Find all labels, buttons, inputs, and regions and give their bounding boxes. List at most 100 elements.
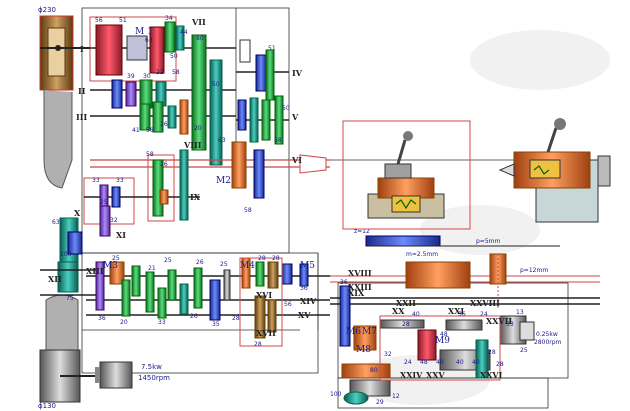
apron-clutch-box xyxy=(379,315,501,381)
gear-num: 25 xyxy=(112,255,120,262)
gear-num: 33 xyxy=(158,319,166,326)
shaft-label-XIX: XIX xyxy=(348,288,365,298)
gear-num: 28 xyxy=(402,321,410,328)
shaft-label-XXVII: XXVII xyxy=(486,316,512,326)
gear-num: 13 xyxy=(516,309,524,316)
gear-num: 48 xyxy=(420,359,428,366)
gear-num: 34 xyxy=(165,15,173,22)
shaft-label-IV: IV xyxy=(292,68,303,78)
shaft-label-XXVI: XXVI xyxy=(480,370,503,380)
gear-num: 25 xyxy=(220,261,228,268)
clutch-m1-label: M 1 xyxy=(135,27,153,37)
gear-num: 28 xyxy=(258,255,266,262)
apron xyxy=(339,285,535,405)
shaft-label-XIII: XIII xyxy=(86,266,104,276)
gear-num: 25 xyxy=(164,257,172,264)
clutch-m5-label: M5 xyxy=(300,261,315,271)
shaft-IV-V xyxy=(236,39,289,145)
shaft-label-XXII: XXII xyxy=(396,298,416,308)
gear-num: 28 xyxy=(496,361,504,368)
gear-num: 36 xyxy=(458,311,466,318)
screw-p5-label: p=5mm xyxy=(476,238,500,245)
clutch-m2-label: M2 xyxy=(216,176,231,186)
shaft-III xyxy=(90,34,236,166)
pulley-top-label: ϕ230 xyxy=(38,6,56,14)
shaft-label-III: III xyxy=(76,112,87,122)
pulley-230 xyxy=(39,15,90,91)
shaft-label-XI: XI xyxy=(116,230,126,240)
gear-num: 33 xyxy=(92,177,100,184)
gear-num: 36 xyxy=(340,279,348,286)
gear-num: 63 xyxy=(218,137,226,144)
gear-num: 80 xyxy=(196,35,204,42)
rack-z-label: z=12 xyxy=(354,228,370,235)
gear-num: 29 xyxy=(376,399,384,406)
shaft-label-IX: IX xyxy=(190,192,201,202)
gear-num: 36 xyxy=(300,285,308,292)
shaft-label-XV: XV xyxy=(298,310,311,320)
gear-num: 58 xyxy=(244,207,252,214)
gear-num: 25 xyxy=(520,347,528,354)
rack xyxy=(365,235,560,247)
pulley-bottom-label: ϕ130 xyxy=(38,402,56,410)
gear-num: 56 xyxy=(284,301,292,308)
change-gears xyxy=(40,205,111,296)
gear-num: 32 xyxy=(384,351,392,358)
shaft-label-XXV: XXV xyxy=(426,370,445,380)
shaft-label-XIV: XIV xyxy=(300,296,317,306)
shaft-label-I: I xyxy=(80,44,84,54)
gear-num: 28 xyxy=(232,315,240,322)
gear-num: 21 xyxy=(148,265,156,272)
gear-num: 50 xyxy=(212,81,220,88)
shaft-label-VIII: VIII xyxy=(183,140,202,150)
gear-num: 41 xyxy=(132,127,140,134)
gear-num: 51 xyxy=(268,45,276,52)
gear-num: 75 xyxy=(66,295,74,302)
spindle-VI xyxy=(90,141,330,199)
gear-num: 58 xyxy=(172,69,180,76)
motor-power-label: 7.5kw xyxy=(141,363,162,371)
shaft-label-XII: XII xyxy=(48,274,62,284)
gear-num: 30 xyxy=(143,73,151,80)
shaft-I xyxy=(72,21,236,76)
gear-num: 39 xyxy=(127,73,135,80)
clutch-m4-box xyxy=(239,257,283,347)
gear-num: 63 xyxy=(145,37,153,44)
shaft-label-VII: VII xyxy=(191,17,206,27)
gear-num: 40 xyxy=(436,359,444,366)
gear-num: 40 xyxy=(472,359,480,366)
gear-num: 58 xyxy=(146,127,154,134)
gear-num: 12 xyxy=(392,393,400,400)
shaft-label-XXI: XXI xyxy=(448,306,464,316)
shaft-label-XVI: XVI xyxy=(256,290,272,300)
rack-m-label: m=2.5mm xyxy=(406,251,438,258)
shaft-label-XXVIII: XXVIII xyxy=(470,298,500,308)
gear-num: 32 xyxy=(110,217,118,224)
gear-num: 40 xyxy=(412,311,420,318)
gear-num: 56 xyxy=(95,17,103,24)
gear-numbers: 56 51 34 50 63 44 22 58 39 30 41 58 26 2… xyxy=(52,15,528,406)
gear-num: 80 xyxy=(370,367,378,374)
tool-post xyxy=(367,131,445,219)
gear-num: 26 xyxy=(160,121,168,128)
clutch-m6-label: M6 xyxy=(346,327,361,337)
clutch-m7-label: M7 xyxy=(362,327,377,337)
gear-num: 25 xyxy=(100,199,108,206)
gear-num: 28 xyxy=(272,255,280,262)
gear-num: 51 xyxy=(119,17,127,24)
gear-num: 26 xyxy=(196,259,204,266)
shaft-label-XVII: XVII xyxy=(256,328,276,338)
tailstock xyxy=(498,118,611,223)
shaft-label-XXIV: XXIV xyxy=(400,370,423,380)
lead-screw-and-feed-rod xyxy=(330,253,600,310)
gear-num: 33 xyxy=(116,177,124,184)
shaft-label-XX: XX xyxy=(392,306,405,316)
feed-box-shafts xyxy=(86,257,330,339)
tool-post-box xyxy=(342,120,471,230)
gear-box-red-2 xyxy=(147,154,175,222)
gear-num: 24 xyxy=(404,359,412,366)
clutch-m4-label: M4 xyxy=(240,261,255,271)
motor-speed-label: 1450rpm xyxy=(138,374,170,382)
gear-num: 50 xyxy=(282,105,290,112)
